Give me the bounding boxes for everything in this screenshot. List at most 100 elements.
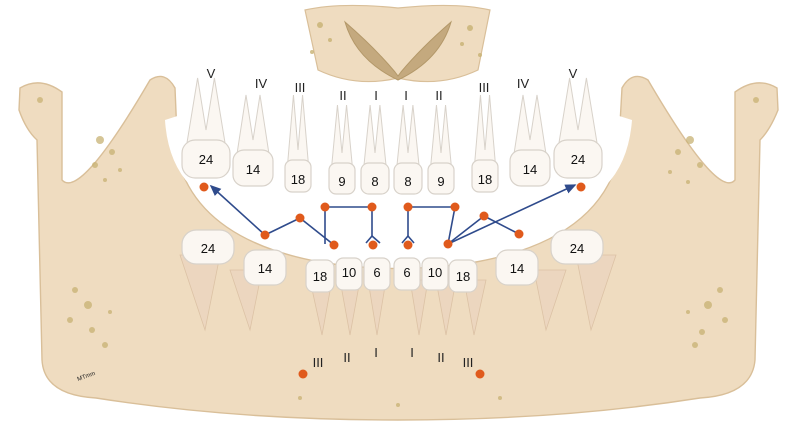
eruption-dot <box>367 202 377 212</box>
tooth-root <box>558 77 598 145</box>
upper-number-label: 14 <box>523 162 537 177</box>
connector-line <box>299 217 335 246</box>
eruption-dot <box>320 202 330 212</box>
lower-roman-label: III <box>313 355 324 370</box>
connector-line <box>365 235 373 244</box>
eruption-dot <box>514 229 524 239</box>
upper-roman-label: I <box>374 88 378 103</box>
eruption-dot <box>450 202 460 212</box>
tooth-crown <box>393 162 423 195</box>
lower-tooth-crown <box>305 259 335 293</box>
upper-roman-label: III <box>479 80 490 95</box>
upper-tooth <box>471 94 499 193</box>
upper-tooth <box>427 104 455 195</box>
connector-line <box>401 235 409 244</box>
eruption-dots <box>199 182 586 379</box>
eruption-dot <box>443 239 453 249</box>
upper-number-label: 24 <box>571 152 585 167</box>
eruption-dot <box>479 211 489 221</box>
tooth-crown <box>553 139 603 179</box>
tooth-crown <box>328 162 356 195</box>
lower-tooth-crown <box>335 257 363 291</box>
upper-tooth <box>393 104 423 195</box>
upper-number-label: 14 <box>246 162 260 177</box>
lower-tooth-crown <box>181 229 235 265</box>
eruption-dot <box>199 182 209 192</box>
tooth-crown <box>471 159 499 193</box>
lower-tooth-crown <box>421 257 449 291</box>
eruption-dot <box>295 213 305 223</box>
tooth-crown <box>360 162 390 195</box>
tooth-crown <box>427 162 455 195</box>
bone-marrow-texture <box>37 97 759 407</box>
lower-tooth-crown <box>448 259 478 293</box>
connector-line <box>483 215 520 235</box>
tooth-crown <box>509 149 551 187</box>
upper-teeth <box>181 77 603 195</box>
upper-roman-label: V <box>569 66 578 81</box>
tooth-crown <box>232 149 274 187</box>
upper-tooth <box>328 104 356 195</box>
lower-number-labels: 24 14 18 10 6 6 10 18 14 24 <box>201 241 584 284</box>
upper-number-label: 18 <box>478 172 492 187</box>
lower-number-label: 18 <box>313 269 327 284</box>
connector-line <box>447 215 485 245</box>
mandible-bone <box>18 75 779 421</box>
eruption-dot <box>329 240 339 250</box>
tooth-root <box>186 77 226 145</box>
upper-roman-label: II <box>339 88 346 103</box>
lower-tooth-crown <box>363 257 391 291</box>
upper-tooth <box>509 94 551 187</box>
lower-roman-label: I <box>410 345 414 360</box>
upper-tooth <box>360 104 390 195</box>
lower-tooth-crown <box>393 257 421 291</box>
eruption-dot <box>576 182 586 192</box>
upper-tooth <box>284 94 312 193</box>
eruption-dot <box>298 369 308 379</box>
maxilla-bone <box>304 4 491 83</box>
upper-roman-label: V <box>207 66 216 81</box>
arrow-left-molar <box>209 184 266 236</box>
upper-number-label: 18 <box>291 172 305 187</box>
lower-tooth-crown <box>550 229 604 265</box>
lower-number-label: 10 <box>428 265 442 280</box>
upper-roman-label: IV <box>517 76 530 91</box>
upper-number-label: 8 <box>404 174 411 189</box>
upper-roman-label: III <box>295 80 306 95</box>
lower-teeth <box>181 229 604 293</box>
connector-line <box>371 235 381 244</box>
tooth-crown <box>284 159 312 193</box>
arrow-right-molar <box>447 184 577 245</box>
upper-number-label: 9 <box>437 174 444 189</box>
lower-tooth-crown <box>495 249 539 286</box>
upper-tooth <box>232 94 274 187</box>
eruption-dot <box>403 240 413 250</box>
lower-number-label: 10 <box>342 265 356 280</box>
lower-number-label: 18 <box>456 269 470 284</box>
eruption-dot <box>403 202 413 212</box>
upper-number-label: 9 <box>338 174 345 189</box>
eruption-dot <box>475 369 485 379</box>
lower-roman-label: II <box>343 350 350 365</box>
upper-number-labels: 24 14 18 9 8 8 9 18 14 24 <box>199 152 585 189</box>
upper-tooth <box>553 77 603 179</box>
upper-roman-label: I <box>404 88 408 103</box>
lower-roman-label: I <box>374 345 378 360</box>
lower-number-label: 24 <box>201 241 215 256</box>
lower-number-label: 14 <box>258 261 272 276</box>
lower-number-label: 14 <box>510 261 524 276</box>
connector-line <box>407 235 415 244</box>
upper-number-label: 8 <box>371 174 378 189</box>
upper-number-label: 24 <box>199 152 213 167</box>
lower-number-label: 6 <box>403 265 410 280</box>
lower-roman-label: II <box>437 350 444 365</box>
upper-roman-label: II <box>435 88 442 103</box>
eruption-dot <box>368 240 378 250</box>
eruption-dot <box>260 230 270 240</box>
tooth-crown <box>181 139 231 179</box>
lower-number-label: 6 <box>373 265 380 280</box>
upper-roman-labels: V IV III II I I II III IV V <box>207 66 578 103</box>
lower-tooth-crown <box>243 249 287 286</box>
